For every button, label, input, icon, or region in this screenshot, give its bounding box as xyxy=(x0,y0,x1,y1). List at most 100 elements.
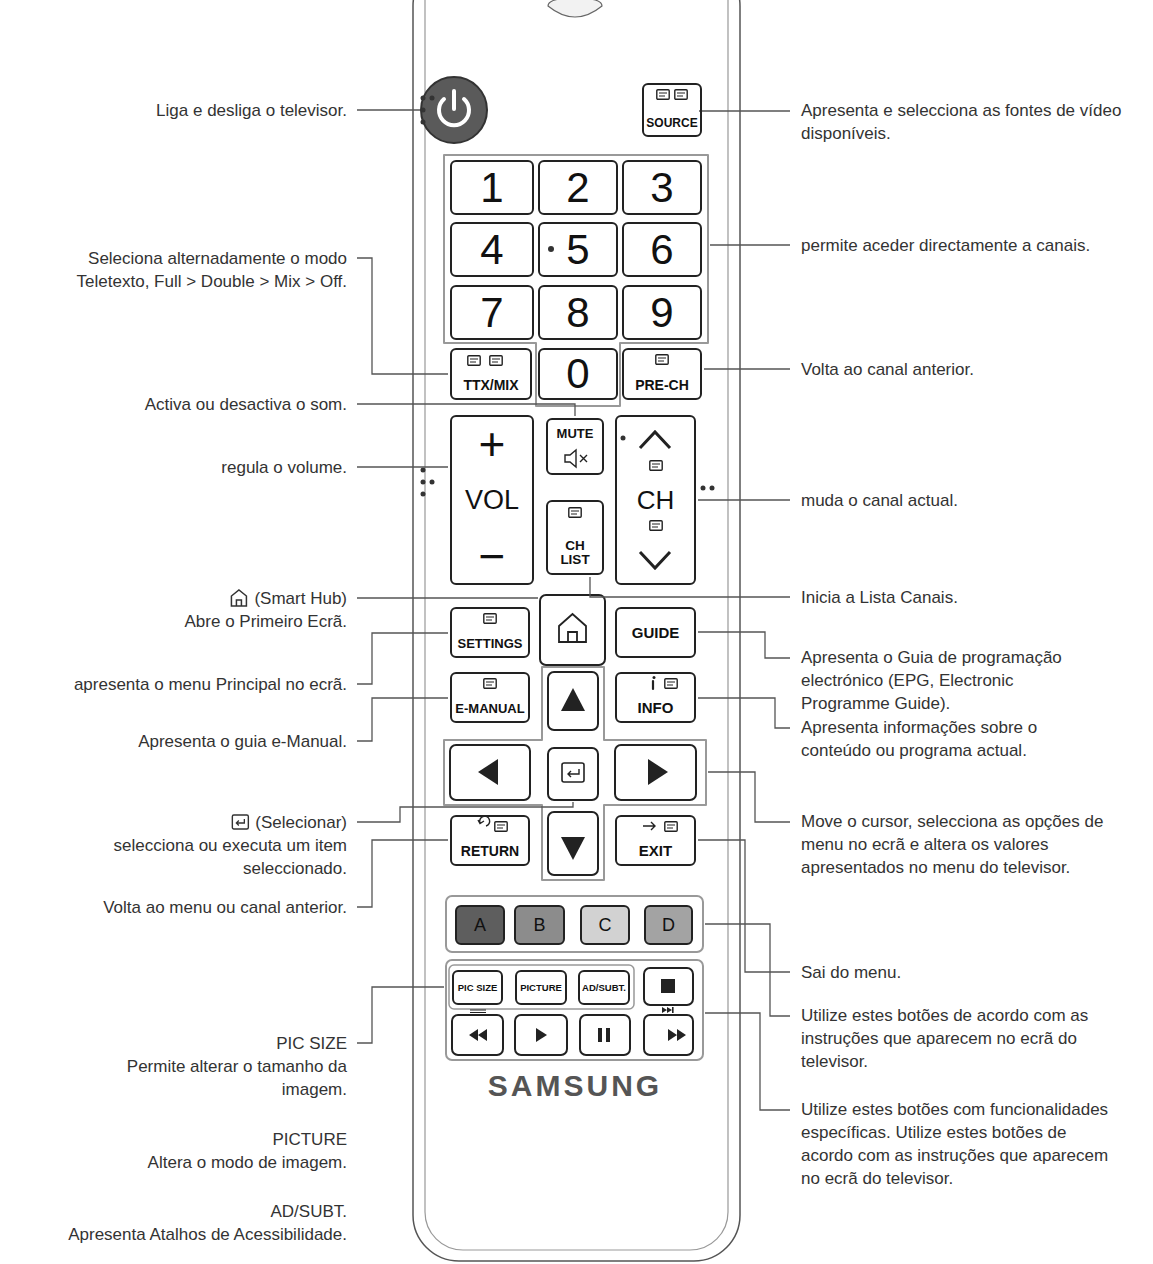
number-button: 9 xyxy=(622,285,702,340)
button-label: − xyxy=(479,533,506,579)
subtitle-button: AD/SUBT. xyxy=(578,970,630,1005)
callout-text: apresenta o menu Principal no ecrã. xyxy=(74,673,347,696)
callout-text: Apresenta informações sobre o conteúdo o… xyxy=(801,716,1101,762)
callout-text: (Selecionar) xyxy=(255,811,347,834)
callout-text: Apresenta e selecciona as fontes de víde… xyxy=(801,99,1131,145)
button-label: 9 xyxy=(650,292,673,334)
callout-text: Volta ao menu ou canal anterior. xyxy=(103,896,347,919)
callout-text: permite aceder directamente a canais. xyxy=(801,234,1090,257)
callout-text: Altera o modo de imagem. xyxy=(148,1151,347,1174)
number-button: 4 xyxy=(450,222,534,277)
button-label: 6 xyxy=(650,229,673,271)
button-label: MUTE xyxy=(557,427,594,440)
button-label: A xyxy=(474,916,486,934)
prev-channel-button: PRE-CH xyxy=(622,348,702,400)
color-group xyxy=(446,896,703,952)
callout-text: (Smart Hub) xyxy=(254,587,347,610)
callout-text: PIC SIZE xyxy=(276,1032,347,1055)
volume-rocker: + VOL − xyxy=(450,415,534,585)
tactile-dots xyxy=(421,96,715,758)
remote-inner-edge xyxy=(425,0,728,1250)
number-button: 6 xyxy=(622,222,702,277)
button-label: 2 xyxy=(566,167,589,209)
home-button xyxy=(540,595,605,665)
callout-text: Seleciona alternadamente o modo Teletext… xyxy=(19,247,347,293)
source-button: SOURCE xyxy=(642,83,702,137)
callout-text: Utilize estes botões com funcionalidades… xyxy=(801,1098,1116,1190)
callout-text: Apresenta Atalhos de Acessibilidade. xyxy=(68,1223,347,1246)
button-label: RETURN xyxy=(461,844,519,858)
number-button: 5 xyxy=(538,222,618,277)
button-label: CH xyxy=(637,487,675,513)
callout-text: PICTURE xyxy=(272,1128,347,1151)
dpad-buttons xyxy=(450,672,696,875)
callout-text: Move o cursor, selecciona as opções de m… xyxy=(801,810,1116,879)
color-button: A xyxy=(455,905,505,945)
picture-button: PICTURE xyxy=(515,970,567,1005)
power-button xyxy=(421,77,487,143)
button-label: VOL xyxy=(465,487,519,514)
button-label: B xyxy=(533,916,545,934)
number-button: 8 xyxy=(538,285,618,340)
button-label: 5 xyxy=(566,229,589,271)
callout-text: selecciona ou executa um item selecciona… xyxy=(92,834,347,880)
remote-housing xyxy=(413,0,740,1261)
number-button: 0 xyxy=(538,348,618,400)
media-buttons xyxy=(452,968,693,1055)
button-label: D xyxy=(662,916,675,934)
button-label: C xyxy=(599,916,612,934)
button-label: INFO xyxy=(638,700,674,715)
callout-text: Apresenta o guia e-Manual. xyxy=(138,730,347,753)
number-button: 2 xyxy=(538,160,618,215)
button-label: TTX/MIX xyxy=(463,378,518,392)
callout-text: Permite alterar o tamanho da imagem. xyxy=(102,1055,347,1101)
button-label: EXIT xyxy=(639,843,672,858)
button-icons xyxy=(468,90,687,831)
button-label: SOURCE xyxy=(646,117,697,129)
home-icon xyxy=(559,614,586,642)
number-button: 3 xyxy=(622,160,702,215)
color-button: D xyxy=(644,905,693,945)
button-label: 3 xyxy=(650,167,673,209)
callout-text: Abre o Primeiro Ecrã. xyxy=(185,610,348,633)
callout-text: Inicia a Lista Canais. xyxy=(801,586,958,609)
button-label: 8 xyxy=(566,292,589,334)
button-label: AD/SUBT. xyxy=(582,983,626,993)
button-label: E-MANUAL xyxy=(455,702,524,715)
channel-list-button: CH LIST xyxy=(546,500,604,575)
callout-text: regula o volume. xyxy=(221,456,347,479)
media-group xyxy=(446,960,703,1060)
picture-group xyxy=(449,965,634,1009)
number-group xyxy=(444,155,708,406)
callout-text: Liga e desliga o televisor. xyxy=(156,99,347,122)
button-label: 7 xyxy=(480,292,503,334)
callout-text: Utilize estes botões de acordo com as in… xyxy=(801,1004,1123,1073)
teletext-button: TTX/MIX xyxy=(450,348,532,400)
exit-button: EXIT xyxy=(615,815,696,866)
callout-text: Sai do menu. xyxy=(801,961,901,984)
return-button: RETURN xyxy=(450,815,530,866)
color-button: B xyxy=(514,905,565,945)
button-label: 1 xyxy=(480,167,503,209)
button-label: GUIDE xyxy=(632,625,680,640)
callout-text: Activa ou desactiva o som. xyxy=(145,393,347,416)
home-label-icon xyxy=(231,590,246,606)
callout-text: Apresenta o Guia de programação electrón… xyxy=(801,646,1101,715)
button-label: PIC SIZE xyxy=(458,983,498,993)
number-button: 1 xyxy=(450,160,534,215)
button-label: 0 xyxy=(566,353,589,395)
callout-text: Volta ao canal anterior. xyxy=(801,358,974,381)
button-label: CH LIST xyxy=(556,539,594,567)
brand-logo: SAMSUNG xyxy=(488,1074,662,1097)
button-label: + xyxy=(479,421,506,467)
select-icon xyxy=(562,763,584,782)
mute-button: MUTE xyxy=(546,418,604,475)
number-button: 7 xyxy=(450,285,534,340)
button-label: 4 xyxy=(480,229,503,271)
info-button: INFO xyxy=(615,672,696,723)
dpad-group xyxy=(444,667,706,880)
button-label: PICTURE xyxy=(520,983,562,993)
leader-lines xyxy=(357,110,790,1110)
channel-rocker: CH xyxy=(615,415,696,585)
color-button: C xyxy=(580,905,630,945)
